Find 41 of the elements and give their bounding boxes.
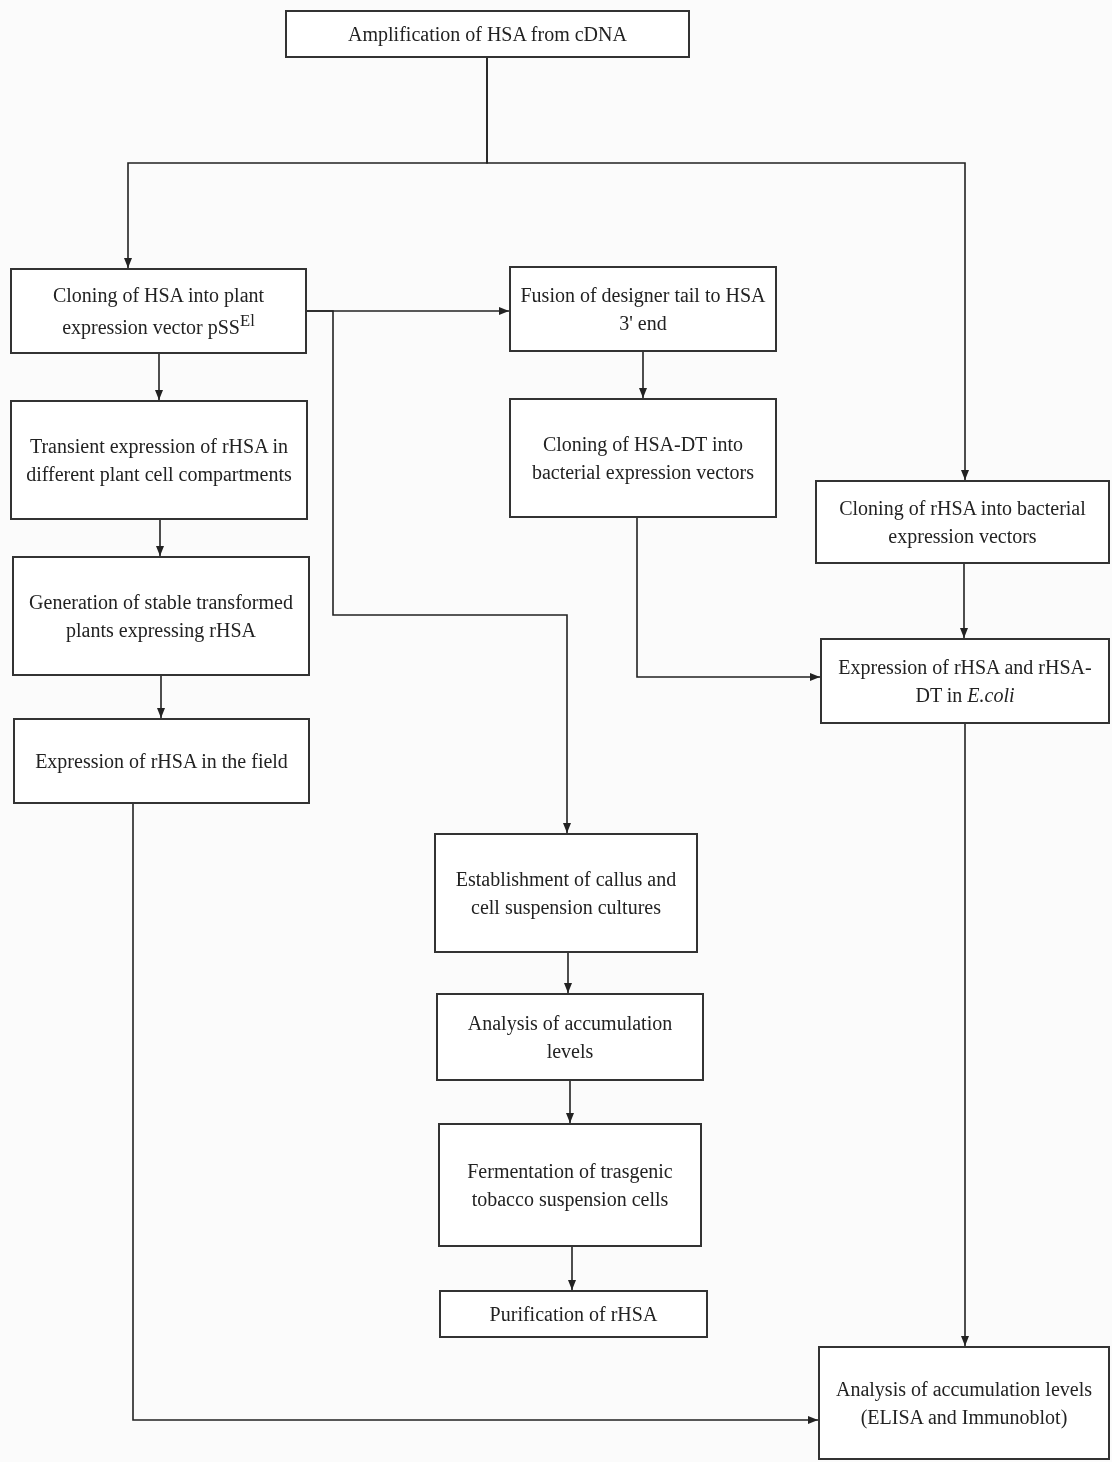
arrow bbox=[566, 1080, 574, 1124]
arrow bbox=[157, 675, 165, 719]
step-text: Amplification of HSA from cDNA bbox=[348, 22, 627, 48]
process-box bbox=[818, 1346, 1110, 1460]
process-box bbox=[509, 398, 777, 518]
step-text: Establishment of callus and cell suspension cultures bbox=[454, 867, 678, 921]
process-box bbox=[13, 718, 310, 804]
step-text: Analysis of accumulation levels (ELISA and Immunoblot) bbox=[834, 1377, 1093, 1431]
arrow bbox=[132, 803, 819, 1424]
arrow bbox=[306, 310, 571, 834]
arrow bbox=[156, 519, 164, 557]
step-text: Fermentation of trasgenic tobacco suspension cells bbox=[466, 1159, 674, 1213]
process-box bbox=[815, 480, 1110, 564]
process-box bbox=[285, 10, 690, 58]
arrow bbox=[568, 1246, 576, 1291]
step-text: Fusion of designer tail to HSA 3' end bbox=[519, 283, 767, 336]
step-text: Expression of rHSA in the field bbox=[35, 749, 288, 775]
process-box bbox=[10, 400, 308, 520]
arrow bbox=[639, 351, 647, 399]
process-box bbox=[436, 993, 704, 1081]
arrow bbox=[961, 723, 969, 1347]
process-box bbox=[434, 833, 698, 953]
step-text: Cloning of HSA-DT into bacterial expression vectors bbox=[530, 432, 756, 486]
process-box bbox=[820, 638, 1110, 724]
arrow bbox=[155, 353, 163, 401]
arrow bbox=[636, 517, 821, 681]
process-box bbox=[10, 268, 307, 354]
arrow bbox=[960, 563, 968, 639]
step-text: Cloning of rHSA into bacterial expression vectors bbox=[838, 496, 1087, 550]
step-text: Analysis of accumulation levels bbox=[466, 1011, 674, 1064]
process-box bbox=[438, 1123, 702, 1247]
step-text: Purification of rHSA bbox=[489, 1302, 658, 1327]
step-text: Transient expression of rHSA in different plant cell compartments bbox=[25, 434, 293, 488]
process-box bbox=[12, 556, 310, 676]
step-text: Cloning of HSA into plant expression vector pSS$^{El}$ bbox=[51, 283, 266, 341]
process-box bbox=[439, 1290, 708, 1338]
arrow bbox=[564, 952, 572, 994]
process-box bbox=[509, 266, 777, 352]
step-text: Expression of rHSA and rHSA-DT in E.coli bbox=[837, 655, 1093, 708]
arrow bbox=[486, 57, 969, 481]
step-text: Generation of stable transformed plants expressing rHSA bbox=[28, 590, 294, 644]
